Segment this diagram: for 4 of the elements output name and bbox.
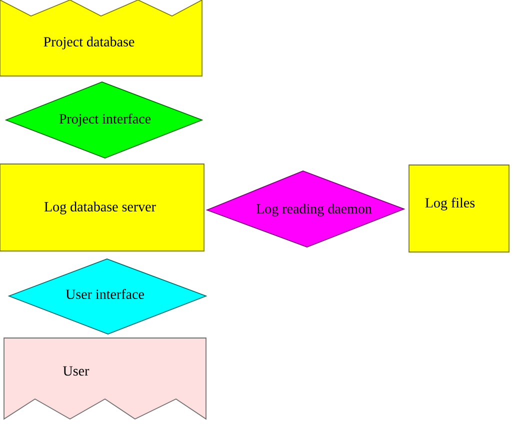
process-box: Log database server bbox=[0, 164, 204, 252]
zigzag-box: User bbox=[4, 338, 206, 420]
process-box: Log files bbox=[408, 164, 510, 252]
zigzag-box: Project database bbox=[0, 0, 202, 76]
